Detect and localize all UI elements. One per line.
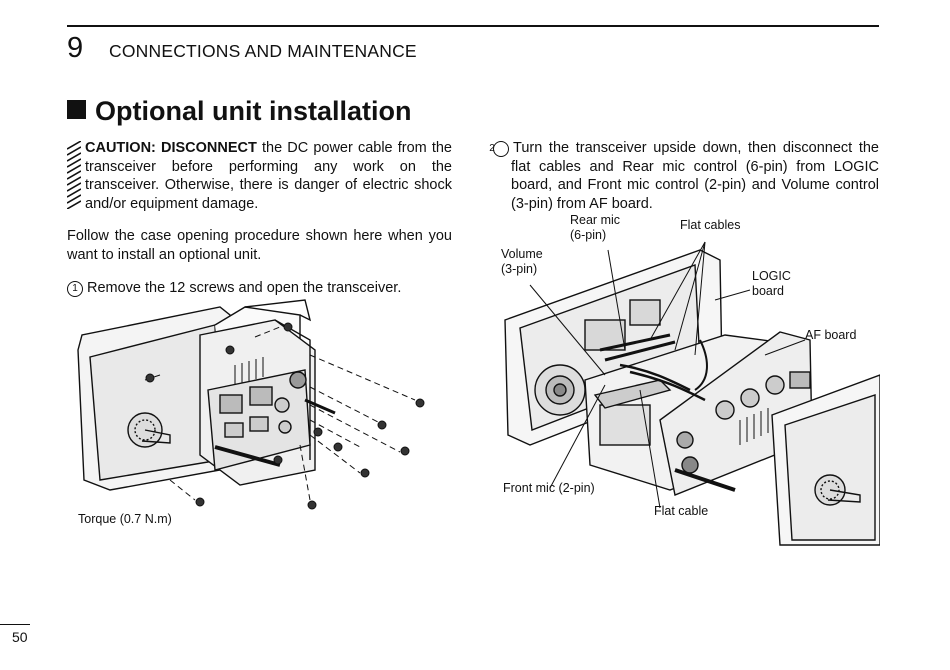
label-volume: Volume — [501, 247, 543, 261]
step-1-marker: 1 — [67, 281, 83, 297]
torque-label: Torque (0.7 N.m) — [78, 512, 172, 526]
label-rear-mic-pins: (6-pin) — [570, 228, 607, 242]
label-logic: LOGIC — [752, 269, 791, 283]
intro-paragraph: Follow the case opening procedure shown … — [67, 228, 452, 263]
page-number: 50 — [12, 629, 28, 645]
label-volume-pins: (3-pin) — [501, 262, 538, 276]
step-1-text: Remove the 12 screws and open the transc… — [87, 280, 402, 296]
label-logic-board: board — [752, 284, 784, 298]
label-rear-mic: Rear mic — [570, 213, 621, 227]
header-rule — [67, 25, 879, 27]
label-front-mic: Front mic (2-pin) — [503, 481, 595, 495]
label-flat-cables: Flat cables — [680, 218, 741, 232]
caution-hatch-icon — [67, 141, 81, 209]
figure-disconnect-cables — [504, 241, 880, 546]
square-bullet-icon — [67, 100, 86, 119]
step-2-text: Turn the transceiver upside down, then d… — [511, 140, 879, 212]
label-af-board: AF board — [805, 328, 857, 342]
section-title: Optional unit installation — [67, 95, 412, 127]
step-2-marker: 2 — [489, 141, 509, 157]
chapter-number: 9 — [67, 32, 84, 64]
footer-rule — [0, 624, 30, 625]
figure-remove-screws — [77, 299, 425, 510]
chapter-title: CONNECTIONS AND MAINTENANCE — [109, 41, 417, 61]
section-title-text: Optional unit installation — [95, 96, 412, 126]
caution-lead: CAUTION: DISCONNECT — [85, 140, 257, 156]
caution-paragraph: CAUTION: DISCONNECT the DC power cable f… — [85, 139, 452, 213]
label-flat-cable: Flat cable — [654, 504, 709, 518]
caution-text: the DC power cable from the transceiver … — [85, 140, 452, 212]
